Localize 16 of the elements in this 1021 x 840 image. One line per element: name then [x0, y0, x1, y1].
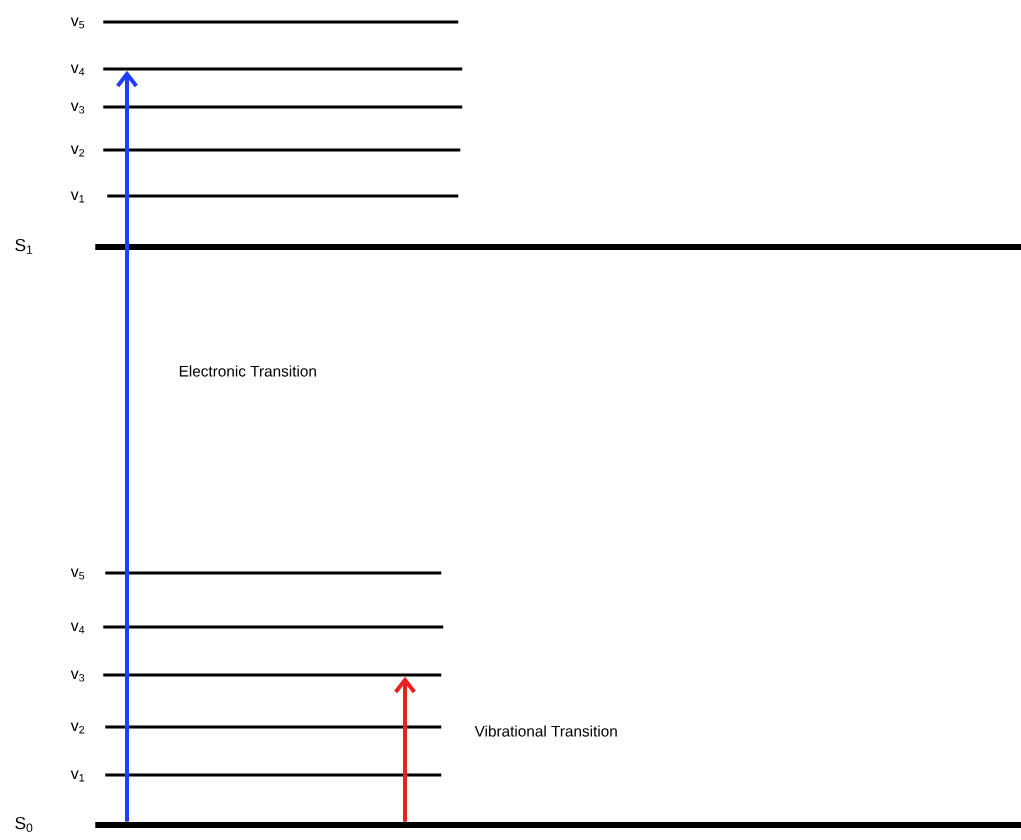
level-label: v$_{4}$: [70, 622, 85, 634]
arrow: [394, 676, 416, 822]
level-label: v$_{1}$: [70, 191, 85, 203]
level-label: v$_{4}$: [70, 64, 85, 76]
edge-label: Vibrational Transition: [473, 724, 620, 738]
level-label: v$_{5}$: [70, 17, 85, 29]
level-label: S$_{1}$: [15, 238, 33, 254]
level-label: v$_{3}$: [70, 102, 85, 114]
level-label: v$_{3}$: [70, 670, 85, 682]
arrow: [116, 70, 138, 822]
edge-label: Electronic Transition: [177, 364, 319, 378]
level-label: v$_{2}$: [70, 722, 85, 734]
level-label: v$_{1}$: [70, 770, 85, 782]
level-label: v$_{5}$: [70, 568, 85, 580]
level-label: S$_{0}$: [15, 816, 33, 833]
level-label: v$_{2}$: [70, 145, 85, 157]
